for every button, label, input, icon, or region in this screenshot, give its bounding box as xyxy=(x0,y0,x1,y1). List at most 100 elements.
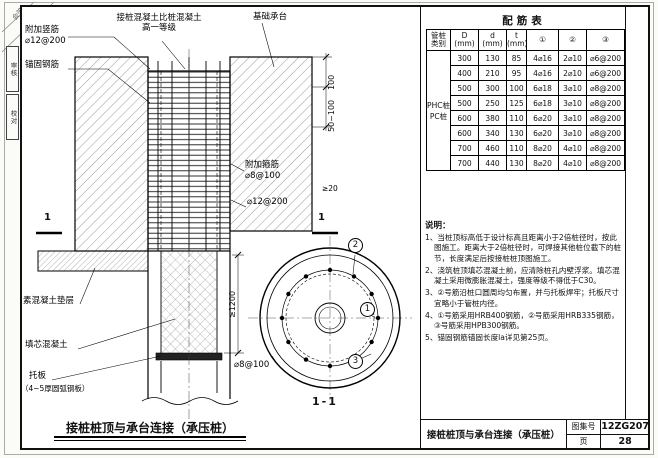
table-cell: 95 xyxy=(506,65,527,81)
dim-100: 100 xyxy=(327,74,336,90)
top-joint-note: 接桩混凝土比桩混凝土 高一等级 xyxy=(100,13,218,33)
table-cell: 500 xyxy=(450,95,479,111)
note-item: 4、①号筋采用HRB400钢筋，②号筋采用HRB335钢筋，③号筋采用HPB30… xyxy=(425,310,619,330)
label-core-concrete: 填芯混凝土 xyxy=(25,340,68,350)
right-margin-strip xyxy=(625,7,649,419)
drawing-caption: 接桩桩顶与承台连接（承压桩） xyxy=(65,421,234,435)
pile-connection-drawing xyxy=(36,22,412,423)
table-cell: 300 xyxy=(450,50,479,66)
table-cell: 130 xyxy=(506,155,527,171)
page-number-value: 28 xyxy=(618,435,632,447)
section-caption: 1-1 xyxy=(312,395,338,408)
table-cell: 2⌀10 xyxy=(558,65,587,81)
table-cell: ⌀8@200 xyxy=(586,95,625,111)
table-cell: 300 xyxy=(478,80,507,96)
label-added-hoop-spec: ⌀8@100 xyxy=(245,171,281,181)
header-t-sym: t xyxy=(515,30,518,40)
note-item: 3、②号筋沿桩口圆周均匀布置，并与托板焊牢；托板尺寸宜略小于管桩内径。 xyxy=(425,288,619,308)
table-cell: 4⌀10 xyxy=(558,140,587,156)
table-cell: 3⌀10 xyxy=(558,125,587,141)
table-cell: 700 xyxy=(450,140,479,156)
table-cell: 85 xyxy=(506,50,527,66)
table-cell: ⌀8@200 xyxy=(586,125,625,141)
title-block-labels: 图集号 页 xyxy=(566,420,602,448)
caption-rule-thick xyxy=(54,436,246,438)
cut-mark-number-right: 1 xyxy=(318,212,325,223)
label-bearing-plate: 托板 xyxy=(29,371,47,381)
table-cell: 600 xyxy=(450,125,479,141)
table-cell: 340 xyxy=(478,125,507,141)
table-cell: 250 xyxy=(478,95,507,111)
cut-mark-number-left: 1 xyxy=(44,212,51,223)
label-blinding: 素混凝土垫层 xyxy=(23,296,75,306)
note-item: 2、浇筑桩顶填芯混凝土前，应清除桩孔内壁浮浆。填芯混凝土采用微膨胀混凝土，强度等… xyxy=(425,265,620,285)
table-cell: 600 xyxy=(450,110,479,126)
outer-border xyxy=(4,2,654,455)
table-cell: 460 xyxy=(478,140,507,156)
blinding-layer xyxy=(37,250,149,272)
header-d-sym: d xyxy=(490,30,495,40)
header-pile-type-l1: 管桩 xyxy=(431,30,446,40)
header-D-sym: D xyxy=(461,30,468,40)
table-cell: 3⌀10 xyxy=(558,95,587,111)
table-cell: ⌀8@200 xyxy=(586,110,625,126)
top-joint-note-line1: 接桩混凝土比桩混凝土 xyxy=(116,13,202,23)
table-cell: 400 xyxy=(450,65,479,81)
header-D: D (mm) xyxy=(450,29,479,51)
header-callout-3: ③ xyxy=(586,29,625,51)
dim-gte1200: ≥1200 xyxy=(228,290,237,318)
table-cell: 130 xyxy=(478,50,507,66)
table-cell: 6⌀20 xyxy=(526,125,559,141)
header-callout-2: ② xyxy=(558,29,587,51)
dim-gte20: ≥20 xyxy=(322,184,338,193)
rebar-table: 管桩 类别 D (mm) d (mm) t (mm) ① xyxy=(426,29,625,171)
table-cell: 380 xyxy=(478,110,507,126)
rebar-table-title: 配筋表 xyxy=(502,15,546,27)
header-d-unit: (mm) xyxy=(482,39,503,48)
table-cell: ⌀8@200 xyxy=(586,80,625,96)
label-added-vertical-bar: 附加竖筋 xyxy=(25,25,60,35)
section-hoop-spec: ⌀8@100 xyxy=(234,360,270,370)
label-anchor-bar: 锚固钢筋 xyxy=(25,60,60,70)
table-cell: 6⌀18 xyxy=(526,80,559,96)
table-cell: 210 xyxy=(478,65,507,81)
callout-2: 2 xyxy=(348,238,363,253)
right-panel: 配筋表 管桩 类别 D (mm) d xyxy=(420,7,649,448)
table-cell: 3⌀10 xyxy=(558,110,587,126)
table-cell: 4⌀16 xyxy=(526,50,559,66)
table-cell: 3⌀10 xyxy=(558,80,587,96)
table-cell: 4⌀10 xyxy=(558,155,587,171)
table-cell: 8⌀20 xyxy=(526,140,559,156)
table-cell: 4⌀16 xyxy=(526,65,559,81)
notes-block: 说明： 1、当桩顶标高低于设计标高且距离小于2倍桩径时，按此图施工。距离大于2倍… xyxy=(425,219,624,346)
callout-1: 1 xyxy=(360,302,375,317)
label-added-hoop: 附加箍筋 xyxy=(245,160,280,170)
title-block-title: 接桩桩顶与承台连接（承压桩） xyxy=(421,420,567,448)
signature-box-check: 审核 xyxy=(6,46,19,92)
title-block-values: 12ZG207 28 xyxy=(601,420,649,448)
atlas-number-label: 图集号 xyxy=(566,420,601,435)
header-pile-type-l2: 类别 xyxy=(431,39,446,48)
top-joint-note-line2: 高一等级 xyxy=(141,23,176,34)
caption-rule-thin xyxy=(54,440,246,441)
table-cell: 130 xyxy=(506,125,527,141)
header-D-unit: (mm) xyxy=(454,39,475,48)
header-d: d (mm) xyxy=(478,29,507,51)
atlas-number-value: 12ZG207 xyxy=(601,420,649,435)
table-cell: 6⌀18 xyxy=(526,95,559,111)
table-cell: 2⌀10 xyxy=(558,50,587,66)
table-header-row: 管桩 类别 D (mm) d (mm) t (mm) ① xyxy=(426,29,625,51)
signature-box-proof: 校对 xyxy=(6,94,19,140)
table-cell: ⌀8@200 xyxy=(586,155,625,171)
page-number-label: 页 xyxy=(579,436,588,446)
